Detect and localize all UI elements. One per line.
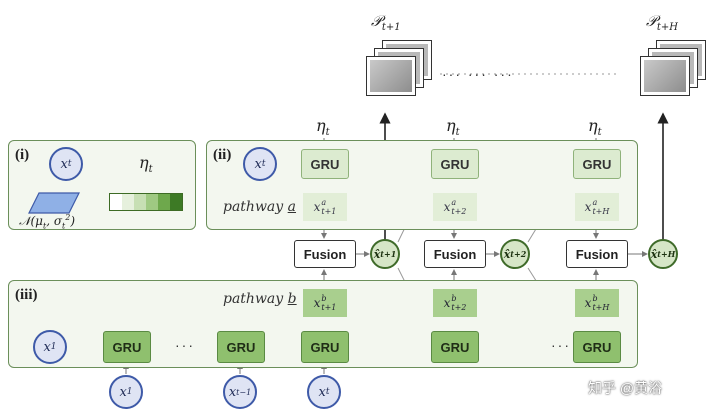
prediction-title-last: 𝒫t+H (646, 12, 678, 33)
gru-b-ellipsis-1: ··· (175, 337, 195, 353)
panel-i-eta: ηt (139, 153, 153, 176)
prediction-stack-first (364, 40, 434, 102)
panel-iii-label: (iii) (15, 287, 38, 303)
gru-b-1: GRU (103, 331, 151, 363)
gru-a-2: GRU (431, 149, 479, 179)
gru-b-ellipsis-2: ··· (551, 337, 571, 353)
fusion-h: Fusion (566, 240, 628, 268)
gru-b-2: GRU (217, 331, 265, 363)
eta-label-h: ηt (588, 116, 602, 139)
distribution-formula: 𝒩(μt, σt2) (19, 213, 76, 231)
distribution-plane-icon (28, 192, 80, 214)
gru-b-3: GRU (301, 331, 349, 363)
prediction-stack-last (638, 40, 708, 102)
panel-ii-label: (ii) (213, 147, 232, 163)
eta-color-bar (109, 193, 183, 211)
prediction-title-first: 𝒫t+1 (371, 12, 401, 33)
pathway-b-label: pathway b (223, 291, 297, 307)
prediction-ellipsis: ··· ··· ··· (442, 66, 514, 82)
eta-label-2: ηt (446, 116, 460, 139)
output-node-t2: x̂t+2 (500, 239, 530, 269)
gru-a-1: GRU (301, 149, 349, 179)
watermark: 知乎 @黄浴 (588, 380, 663, 396)
panel-i-label: (i) (15, 147, 30, 163)
gru-b-4: GRU (431, 331, 479, 363)
gru-b-5: GRU (573, 331, 621, 363)
fusion-1: Fusion (294, 240, 356, 268)
eta-label-1: ηt (316, 116, 330, 139)
fusion-2: Fusion (424, 240, 486, 268)
gru-a-h: GRU (573, 149, 621, 179)
output-node-th: x̂t+H (648, 239, 678, 269)
pathway-a-label: pathway a (223, 199, 297, 215)
output-node-t1: x̂t+1 (370, 239, 400, 269)
